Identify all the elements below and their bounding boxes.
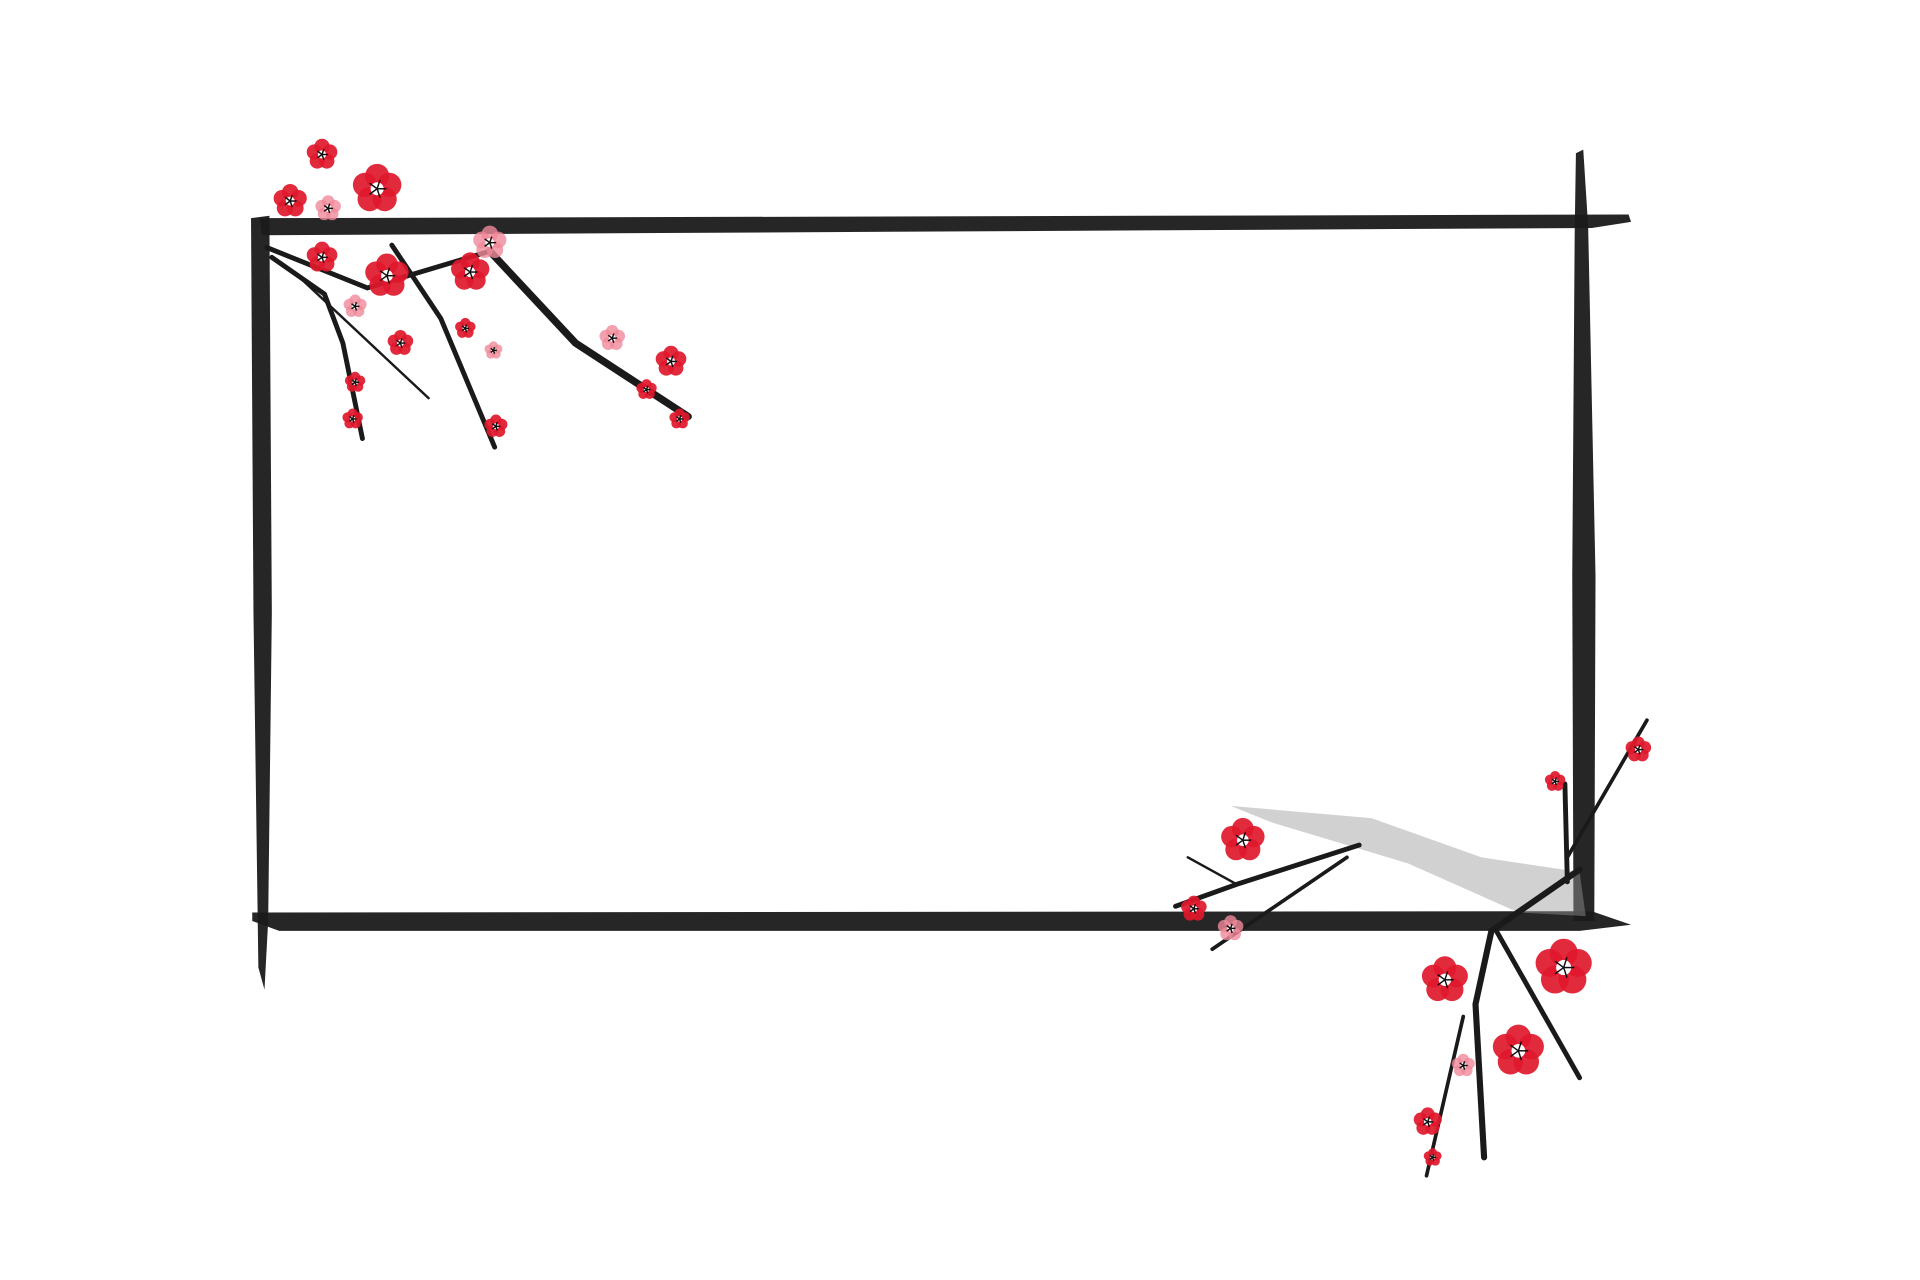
plum-blossom-icon [342,408,363,429]
plum-blossom-icon [315,195,341,221]
branch [1472,866,1583,1161]
plum-blossom-icon [273,183,307,217]
plum-blossom-icon [306,241,338,272]
plum-blossom-icon [484,414,508,437]
plum-blossom-icon [1181,895,1207,921]
branch [1493,928,1583,1081]
plum-blossom-icon [1625,736,1652,762]
brush-frame [251,149,1632,990]
plum-blossom-icon [1451,1053,1475,1077]
plum-blossom-icon [344,371,366,392]
plum-blossom-icon [343,294,367,317]
plum-blossom-icon [1217,915,1244,941]
plum-blossom-icon [1421,956,1468,1002]
plum-blossom-icon [1544,770,1566,791]
plum-blossom-icon [484,341,503,359]
plum-blossom-icon [387,329,414,355]
frame-right-stroke [1572,149,1596,922]
plum-blossom-icon [655,345,687,376]
plum-blossom-icon [669,408,690,429]
plum-blossom-icon [306,138,338,169]
branch [1173,842,1362,909]
plum-blossom-icon [352,163,402,212]
plum-blossom-icon [636,379,657,400]
branch [1186,856,1238,886]
frame-bottom-stroke [252,911,1632,931]
branch [1562,781,1570,885]
ink-wash-smudge [1230,805,1586,917]
branch [486,247,692,421]
plum-blossom-icon [451,252,490,290]
plum-blossom-icon [1492,1024,1544,1075]
frame-left-stroke [251,215,272,990]
plum-blossom-icon [365,253,409,296]
frame-top-stroke [259,214,1632,236]
plum-blossoms [273,138,1652,1166]
branch [292,270,430,400]
plum-branches [264,242,1649,1178]
plum-blossom-icon [599,325,626,350]
plum-blossom-icon [473,225,507,259]
plum-blossom-icon [1535,938,1592,994]
plum-blossom-icon [1423,1148,1442,1166]
branch [264,245,493,291]
plum-blossom-icon [1221,817,1265,861]
plum-blossom-icon [1413,1107,1442,1135]
plum-blossom-icon [455,317,476,338]
